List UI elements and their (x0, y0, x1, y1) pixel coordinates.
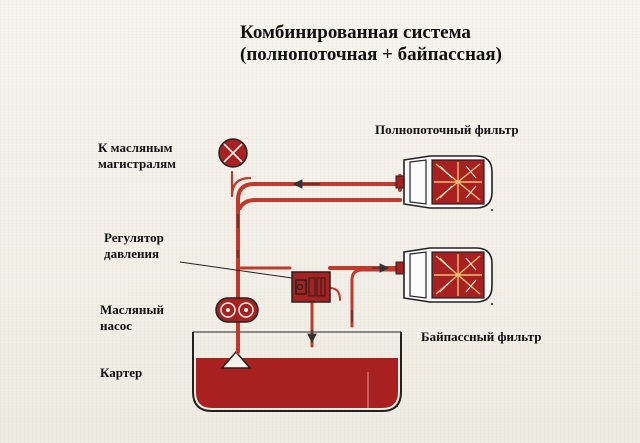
title-line-1: Комбинированная система (240, 22, 471, 43)
sump-oil (196, 358, 398, 408)
sump-outline (192, 332, 402, 412)
oil-lines-label: К масляным магистралям (98, 140, 176, 171)
sump (192, 331, 402, 412)
pressure-regulator-icon (291, 271, 331, 303)
sump-label: Картер (100, 365, 143, 380)
bypass-filter-icon (395, 247, 493, 305)
full-flow-filter-icon (395, 155, 493, 211)
oil-pickup-icon (220, 350, 252, 369)
bypass-filter-label: Байпассный фильтр (421, 329, 542, 344)
pipe-to-oil-lines (236, 182, 402, 202)
pressure-regulator-label: Регулятор давления (104, 230, 164, 261)
oil-pipes (230, 170, 402, 354)
flow-arrows (237, 179, 390, 344)
oil-pump-label: Масляный насос (100, 302, 164, 333)
page-title: Комбинированная система (полнопоточная +… (240, 22, 620, 66)
pipe-filter-return (238, 198, 402, 210)
full-flow-filter-label: Полнопоточный фильтр (375, 122, 519, 137)
title-line-2: (полнопоточная + байпассная) (240, 44, 503, 65)
oil-pump-icon (215, 297, 259, 323)
oil-lines-valve-icon (218, 138, 248, 168)
regulator-pointer (179, 261, 293, 279)
